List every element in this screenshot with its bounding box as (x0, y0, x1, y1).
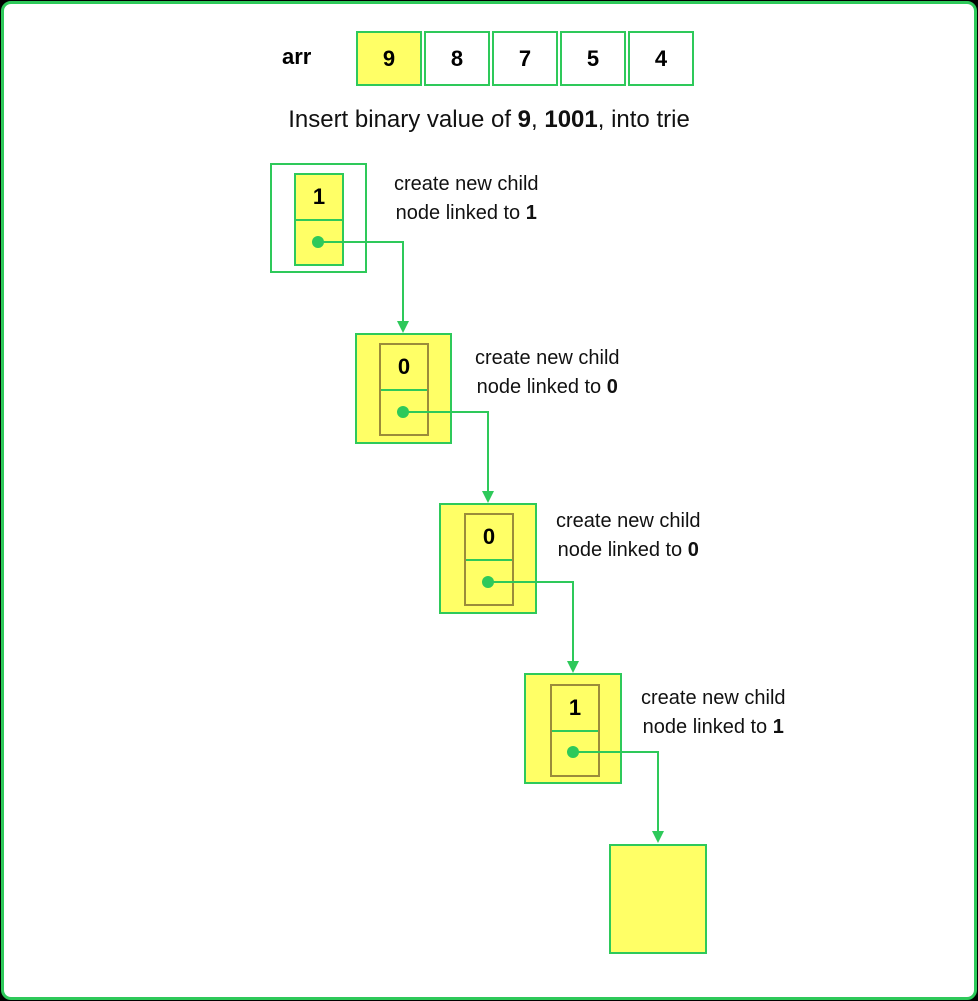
array-cell-highlighted: 9 (356, 31, 422, 86)
pointer-dot (482, 576, 494, 588)
trie-node-3: 0 (439, 503, 537, 614)
note-line: create new child (556, 510, 701, 532)
trie-node-2: 0 (355, 333, 452, 444)
arrowhead (567, 661, 579, 673)
caption: Insert binary value of 9, 1001, into tri… (0, 106, 978, 134)
array-cell: 5 (560, 31, 626, 86)
caption-suffix: , into trie (597, 106, 690, 133)
trie-node-cell: 1 (550, 684, 600, 777)
note-prefix: node linked to (557, 539, 688, 561)
note-line: create new child (475, 347, 620, 369)
array-cell: 7 (492, 31, 558, 86)
node-note-4: create new child node linked to 1 (641, 684, 786, 742)
note-bit: 1 (772, 716, 784, 738)
trie-node-cell: 0 (464, 513, 514, 606)
node-note-2: create new child node linked to 0 (475, 344, 620, 402)
caption-prefix: Insert binary value of (288, 106, 518, 133)
node-divider (381, 389, 427, 391)
link-arrow-1 (318, 241, 404, 322)
note-line: node linked to 0 (475, 373, 620, 402)
note-line: node linked to 1 (641, 713, 786, 742)
note-bit: 1 (525, 202, 537, 224)
array-cell: 8 (424, 31, 490, 86)
note-bit: 0 (687, 539, 699, 561)
pointer-dot (312, 236, 324, 248)
trie-node-4: 1 (524, 673, 622, 784)
note-prefix: node linked to (642, 716, 773, 738)
node-note-1: create new child node linked to 1 (394, 170, 539, 228)
trie-node-bit: 0 (397, 354, 411, 379)
link-arrow-3 (488, 581, 574, 662)
node-divider (552, 730, 598, 732)
pointer-dot (567, 746, 579, 758)
note-prefix: node linked to (395, 202, 526, 224)
note-bit: 0 (606, 376, 618, 398)
trie-node-cell: 0 (379, 343, 429, 436)
caption-separator: , (531, 106, 545, 133)
note-line: node linked to 0 (556, 536, 701, 565)
array-cell: 4 (628, 31, 694, 86)
caption-value: 9 (517, 106, 532, 133)
trie-node-1: 1 (270, 163, 367, 273)
trie-node-bit: 1 (312, 184, 326, 209)
pointer-dot (397, 406, 409, 418)
note-line: create new child (394, 173, 539, 195)
arrowhead (397, 321, 409, 333)
caption-binary: 1001 (544, 106, 598, 133)
trie-leaf-node (609, 844, 707, 954)
arrowhead (482, 491, 494, 503)
trie-node-bit: 1 (568, 695, 582, 720)
note-prefix: node linked to (476, 376, 607, 398)
trie-node-cell: 1 (294, 173, 344, 266)
node-note-3: create new child node linked to 0 (556, 507, 701, 565)
note-line: node linked to 1 (394, 199, 539, 228)
link-arrow-2 (403, 411, 489, 492)
node-divider (466, 559, 512, 561)
trie-node-bit: 0 (482, 524, 496, 549)
node-divider (296, 219, 342, 221)
note-line: create new child (641, 687, 786, 709)
link-arrow-4 (573, 751, 659, 832)
arrowhead (652, 831, 664, 843)
array-label: arr (282, 44, 312, 69)
